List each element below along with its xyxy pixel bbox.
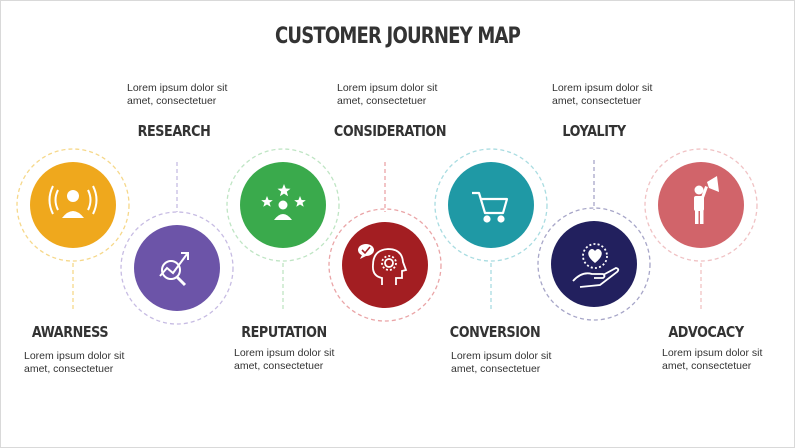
stage-awareness [16, 148, 130, 312]
stage-conversion-outer-ring [434, 148, 548, 262]
stage-label-research: RESEARCH [137, 122, 211, 140]
stage-reputation [226, 148, 340, 312]
stage-description-consideration: Lorem ipsum dolor sit amet, consectetuer [337, 82, 438, 107]
person-stars-icon [261, 184, 306, 220]
stage-label-advocacy: ADVOCACY [668, 323, 744, 341]
stage-loyality-outer-ring [537, 207, 651, 321]
magnifier-chart-icon [159, 252, 189, 287]
stage-consideration [328, 162, 442, 322]
person-megaphone-icon [694, 176, 719, 224]
stage-research-outer-ring [120, 211, 234, 325]
stage-loyality [537, 160, 651, 321]
shopping-cart-icon [472, 191, 509, 223]
head-thinking-icon [358, 244, 408, 285]
stage-awareness-outer-ring [16, 148, 130, 262]
page-title: CUSTOMER JOURNEY MAP [274, 24, 521, 49]
stage-reputation-outer-ring [226, 148, 340, 262]
stage-advocacy-outer-ring [644, 148, 758, 262]
stage-conversion [434, 148, 548, 312]
person-broadcast-icon [48, 185, 98, 218]
stage-conversion-disc [448, 162, 534, 248]
stage-label-reputation: REPUTATION [241, 323, 327, 341]
stage-description-reputation: Lorem ipsum dolor sit amet, consectetuer [234, 347, 335, 372]
stage-description-awarness: Lorem ipsum dolor sit amet, consectetuer [24, 350, 125, 375]
stage-description-research: Lorem ipsum dolor sit amet, consectetuer [127, 82, 228, 107]
hand-heart-icon [572, 243, 620, 288]
stage-label-consideration: CONSIDERATION [333, 122, 447, 140]
stage-description-advocacy: Lorem ipsum dolor sit amet, consectetuer [662, 347, 763, 372]
stage-loyality-disc [551, 221, 637, 307]
stage-advocacy [644, 148, 758, 312]
stage-label-conversion: CONVERSION [449, 323, 541, 341]
stage-consideration-outer-ring [328, 208, 442, 322]
stage-awareness-disc [30, 162, 116, 248]
stage-label-loyality: LOYALITY [562, 122, 626, 140]
stage-research [120, 162, 234, 325]
stage-description-loyality: Lorem ipsum dolor sit amet, consectetuer [552, 82, 653, 107]
stage-label-awarness: AWARNESS [31, 323, 109, 341]
stage-description-conversion: Lorem ipsum dolor sit amet, consectetuer [451, 350, 552, 375]
